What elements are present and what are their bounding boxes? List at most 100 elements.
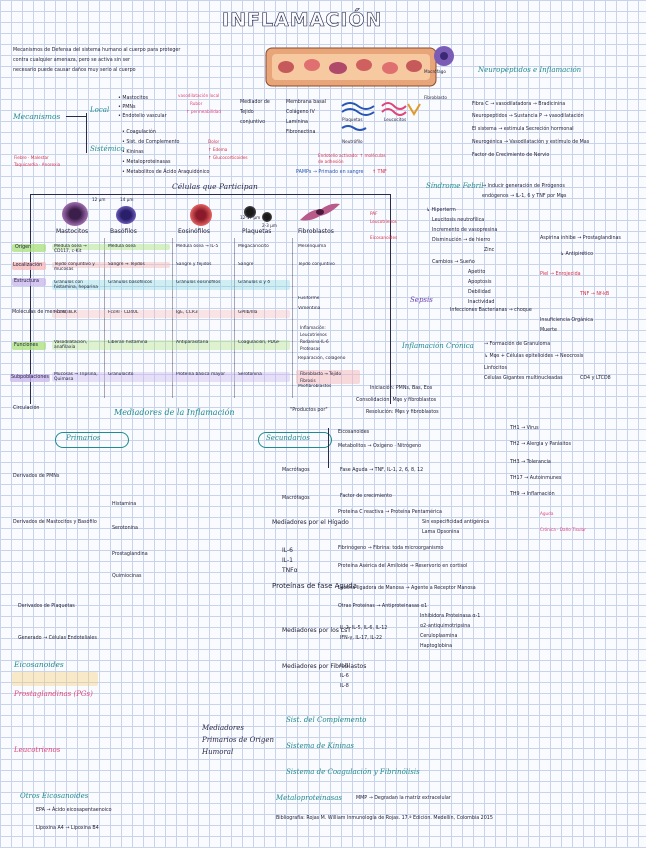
local-label: Local xyxy=(90,106,110,114)
sist-kin: Sistema de Kininas xyxy=(286,742,354,750)
humoral: Primarios de Origen xyxy=(202,736,275,744)
sist-red: ↑ Glucocorticoides xyxy=(208,155,248,160)
cell-text: Tejido conjuntivo xyxy=(298,262,335,267)
cell-text: Vasodilatación, anafilaxia xyxy=(54,340,88,351)
prim-item: Prostaglandina xyxy=(112,552,148,557)
cell-text: Mucosas → Tripsina, Quimasa xyxy=(54,372,98,383)
sindrome-line: → Inducir generación de Pirógenos xyxy=(482,184,565,189)
amiloide: Lectina ligadora de Manosa → Agente a Re… xyxy=(338,586,476,591)
lst: IFN-γ, IL-17, IL-22 xyxy=(340,636,383,641)
row-label: Circulación xyxy=(13,406,40,411)
cell-text: Médula ósea → CD117, c-Kit xyxy=(54,244,87,255)
sindrome-right: Aspirina inhibe → Prostaglandinas xyxy=(540,236,621,241)
tissue-col: Colágeno IV xyxy=(286,110,315,115)
macrofago-label: Macrófago xyxy=(424,69,446,74)
size-note: 2-3 µm xyxy=(262,223,277,228)
inflam-box: Inflamación: xyxy=(300,325,326,330)
cell-text: Gránulos α y δ xyxy=(238,280,271,285)
eicos-item: Leucotrienos xyxy=(14,746,61,754)
th-item: TH9 → Inflamación xyxy=(510,492,555,497)
local-item: • PMNs xyxy=(118,105,136,110)
sec-item: Metabolitos → Oxígeno · Nitrógeno xyxy=(338,444,422,449)
col-header: Basófilos xyxy=(110,228,137,235)
cell-text: Sangre → Tejidos xyxy=(108,262,145,267)
sist-comp: Sist. del Complemento xyxy=(286,716,367,724)
sist-item: • Sist. de Complemento xyxy=(122,140,180,145)
prim-item: Derivados de PMNs xyxy=(13,474,60,479)
th-item: TH2 → Alergia y Parásitos xyxy=(510,442,571,447)
col-header: Plaquetas xyxy=(242,228,272,235)
otras: Otras Proteínas → Antiproteinasas α1 xyxy=(338,604,428,609)
cell-text: Médula ósea → IL-5 xyxy=(176,244,219,249)
cell-text: Megacariocito xyxy=(238,244,269,249)
cell-text: IgE, CCR3 xyxy=(176,310,198,315)
row-label: Origen xyxy=(15,245,32,250)
sindrome-title: Síndrome Febril xyxy=(426,182,484,190)
row-label: Moléculas de membrana xyxy=(12,310,72,315)
sindrome-line: Debilidad xyxy=(468,290,491,295)
neuro-line: Fibra C → vasodilatadora → Bradicinina xyxy=(472,102,566,107)
otras: Ceruloplasmina xyxy=(420,634,458,639)
sist-red: Dolor xyxy=(208,139,220,144)
cell-text: Proteína básica mayor xyxy=(176,372,226,377)
plaqueta-icon xyxy=(262,212,272,222)
sec-item: IL-1 xyxy=(282,557,293,564)
fever-note: Fiebre · Malestar xyxy=(14,155,49,160)
prim-item: Derivados de Mastocitos y Basófilo xyxy=(13,520,97,525)
cell-text: Gránulos con histamina, heparina xyxy=(54,280,98,291)
neuro-line: Factor de Crecimiento de Nervio xyxy=(472,153,550,158)
mediadores-title: Mediadores de la Inflamación xyxy=(114,408,235,417)
sec-item: TNFα xyxy=(282,567,298,574)
tissue-col: Laminina xyxy=(286,120,308,125)
sindrome-line: Incremento de vasopresina xyxy=(432,228,498,233)
sist-red: ↑ Edema xyxy=(208,147,228,152)
cronica-label: Inflamación Crónica xyxy=(402,342,474,350)
metalo: Metaloproteinasas xyxy=(276,794,343,802)
fibro-box: Fibrosis xyxy=(300,378,316,383)
sec-item: Macrófagos xyxy=(282,496,310,501)
sepsis-line: Insuficiencia Orgánica xyxy=(540,318,594,323)
th-right: Crónica · Daño Tisular xyxy=(540,527,587,532)
inflam-box: Leucotrienos xyxy=(300,332,327,337)
sistemico-label: Sistémico xyxy=(90,145,125,153)
row-label: Localización xyxy=(13,263,43,268)
sist-item: • Coagulación xyxy=(122,130,156,135)
mediators-col: conjuntivo xyxy=(240,120,266,125)
cell-text: Granulocito xyxy=(108,372,134,377)
inflam-box: Rodanina-IL-6 xyxy=(300,339,329,344)
fase-aguda: Factor de crecimiento xyxy=(340,494,392,499)
cronica-line: Células Gigantes multinucleadas xyxy=(484,376,563,381)
red-side: Endotelio activado: ↑ moléculas xyxy=(318,153,386,158)
cell-text: Serotonina xyxy=(238,372,262,377)
bibliografia: Bibliografía: Rojas M. William Inmunolog… xyxy=(276,816,493,821)
cell-text: Coagulación, PDGF xyxy=(238,340,280,345)
sindrome-line: Apetito xyxy=(468,270,486,275)
proteina-c: Sin especificidad antigénica xyxy=(422,520,490,525)
prim-item: Derivados de Plaquetas xyxy=(18,604,75,609)
mecanismos-heading: Mecanismos xyxy=(13,112,61,121)
sindrome-line: ↳ Hiperterm xyxy=(426,208,456,213)
sindrome-right: Piel → Enrojecida xyxy=(540,272,581,277)
prim-item: Generado → Células Endoteliales xyxy=(18,636,97,641)
sindrome-line: Disminución → de hierro xyxy=(432,238,491,243)
fibrinogeno: Fibrinógeno → Fibrina: toda microorganis… xyxy=(338,546,444,551)
row-label: Funciones xyxy=(14,343,38,348)
pamp-line: PAMPs → Primado en sangre xyxy=(296,170,364,175)
intro-line-3: necesario puede causar daños muy serio a… xyxy=(13,68,136,73)
col-header: Fibroblastos xyxy=(298,228,334,235)
sec-item: Mediadores por el Hígado xyxy=(272,519,349,526)
lst: IL-2, IL-5, IL-6, IL-12 xyxy=(340,626,388,631)
cell-text: Médula ósea xyxy=(108,244,136,249)
sec-item: Macrófagos xyxy=(282,468,310,473)
row-label: Subpoblaciones xyxy=(11,375,49,380)
sindrome-right: TNF → Nf-kB xyxy=(580,292,610,297)
humoral: Humoral xyxy=(202,748,234,756)
secundarios-label: Secundarios xyxy=(266,434,310,442)
tissue-col: Membrana basal xyxy=(286,100,326,105)
cronica-line: CD4 y LTCD8 xyxy=(580,376,611,381)
local-item: • Endotelio vascular xyxy=(118,114,167,119)
sindrome-line: Cambios → Sueño xyxy=(432,260,475,265)
mastocito-icon xyxy=(62,202,88,226)
sec-item: Proteínas de fase Aguda xyxy=(272,582,358,590)
sepsis-line: Muerte xyxy=(540,328,557,333)
